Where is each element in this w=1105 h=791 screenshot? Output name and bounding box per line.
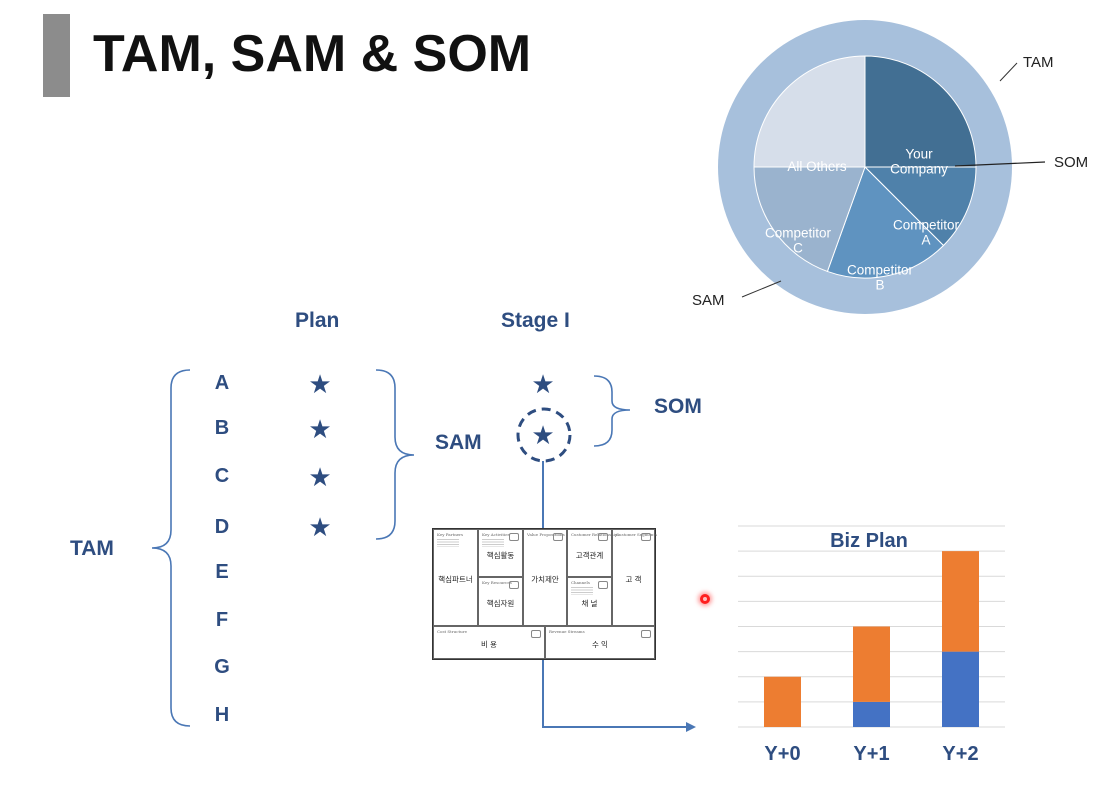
plan-star-icon-d: ★ (308, 512, 332, 542)
chart-bar-segment (764, 676, 801, 727)
canvas-resources-text: 핵심자원 (486, 599, 515, 608)
canvas-header: Customer Relationships (571, 532, 620, 537)
plan-star-icon-b: ★ (308, 414, 332, 444)
arrowhead-icon (686, 722, 696, 732)
sam-pie-label: SAM (692, 292, 725, 309)
segment-e: E (215, 561, 229, 583)
segment-a: A (214, 372, 230, 394)
page-title: TAM, SAM & SOM (93, 25, 532, 83)
pie-slice-competitor-b (826, 166, 945, 279)
canvas-relationship-icon (598, 533, 608, 541)
canvas-key-resources: Key Resources 핵심자원 (478, 577, 523, 626)
canvas-text-lines (482, 539, 504, 547)
chart-bar-segment (853, 626, 890, 702)
chart-bar-segment (853, 701, 890, 727)
stage-star-icon-2: ★ (531, 420, 555, 450)
business-model-canvas: Key Partners 핵심파트너 Key Activities 핵심활동 K… (432, 528, 658, 660)
canvas-revenue-streams: Revenue Streams 수 익 (545, 626, 655, 659)
chart-x-tick-label: Y+2 (942, 743, 978, 765)
segment-f: F (215, 609, 229, 631)
title-accent-bar (43, 14, 70, 97)
laser-pointer-dot (700, 594, 710, 604)
canvas-value-icon (553, 533, 563, 541)
canvas-resource-icon (509, 581, 519, 589)
canvas-header: Value Propositions (527, 532, 565, 537)
segment-h: H (214, 704, 230, 726)
tam-label: TAM (70, 537, 114, 560)
segment-d: D (214, 516, 230, 538)
canvas-text-lines (437, 539, 459, 547)
pie-slice-label: All Others (787, 159, 847, 174)
highlight-dashed-circle (516, 407, 572, 463)
chart-bar-segment (942, 651, 979, 727)
som-label: SOM (654, 395, 702, 418)
segment-c: C (214, 465, 230, 487)
segment-g: G (214, 656, 230, 678)
pie-slice-your-company (864, 55, 977, 168)
canvas-activities-text: 핵심활동 (486, 551, 515, 560)
canvas-text-lines (571, 587, 593, 595)
canvas-activity-icon (509, 533, 519, 541)
canvas-header: Revenue Streams (549, 629, 585, 634)
sam-pointer-line (741, 280, 782, 298)
canvas-to-chart-arrow (542, 660, 686, 728)
chart-x-tick-label: Y+0 (764, 743, 800, 765)
plan-star-icon-c: ★ (308, 462, 332, 492)
canvas-cost-icon (531, 630, 541, 638)
tam-brace (151, 369, 191, 727)
canvas-cost-structure: Cost Structure 비 용 (433, 626, 545, 659)
canvas-key-activities: Key Activities 핵심활동 (478, 529, 523, 577)
plan-star-icon-a: ★ (308, 369, 332, 399)
canvas-header: Key Partners (437, 532, 464, 537)
canvas-value-text: 가치제안 (531, 575, 559, 584)
som-brace (593, 375, 631, 447)
tam-pie-label: TAM (1023, 54, 1054, 71)
canvas-segments-text: 고 객 (625, 575, 642, 584)
tam-pointer-line (999, 62, 1018, 82)
segment-b: B (214, 417, 230, 439)
canvas-value-propositions: Value Propositions 가치제안 (523, 529, 567, 626)
pie-slice-competitor-a (863, 166, 977, 247)
som-pie-label: SOM (1054, 154, 1088, 171)
chart-bar-segment (942, 551, 979, 652)
biz-plan-chart: Y+0 Y+1 Y+2 Biz Plan (738, 525, 1005, 765)
canvas-key-partners: Key Partners 핵심파트너 (433, 529, 478, 626)
canvas-header: Key Resources (482, 580, 512, 585)
canvas-header: Customer Segments (616, 532, 658, 537)
canvas-channel-icon (598, 581, 608, 589)
stage-header: Stage I (501, 309, 570, 332)
canvas-customer-relationships: Customer Relationships 고객관계 (567, 529, 619, 577)
canvas-channels-text: 채 널 (581, 599, 598, 608)
canvas-relationships-text: 고객관계 (575, 551, 604, 560)
canvas-header: Channels (571, 580, 590, 585)
canvas-customer-segments: Customer Segments 고 객 (612, 529, 658, 626)
canvas-cost-text: 비 용 (481, 640, 497, 649)
chart-x-tick-label: Y+1 (853, 743, 889, 765)
som-pointer-line (954, 161, 1046, 167)
chart-title: Biz Plan (830, 530, 908, 552)
pie-slice-all-others (753, 55, 866, 168)
sam-label: SAM (435, 431, 482, 454)
canvas-partners-text: 핵심파트너 (438, 575, 473, 584)
canvas-channels: Channels 채 널 (567, 577, 612, 626)
stage-star-icon-1: ★ (531, 369, 555, 399)
pie-slice-competitor-c (753, 166, 866, 273)
canvas-header: Cost Structure (437, 629, 467, 634)
canvas-revenue-text: 수 익 (592, 640, 608, 649)
canvas-header: Key Activities (482, 532, 510, 537)
canvas-revenue-icon (641, 630, 651, 638)
plan-header: Plan (295, 309, 340, 332)
canvas-segment-icon (641, 533, 651, 541)
sam-brace (375, 369, 415, 540)
